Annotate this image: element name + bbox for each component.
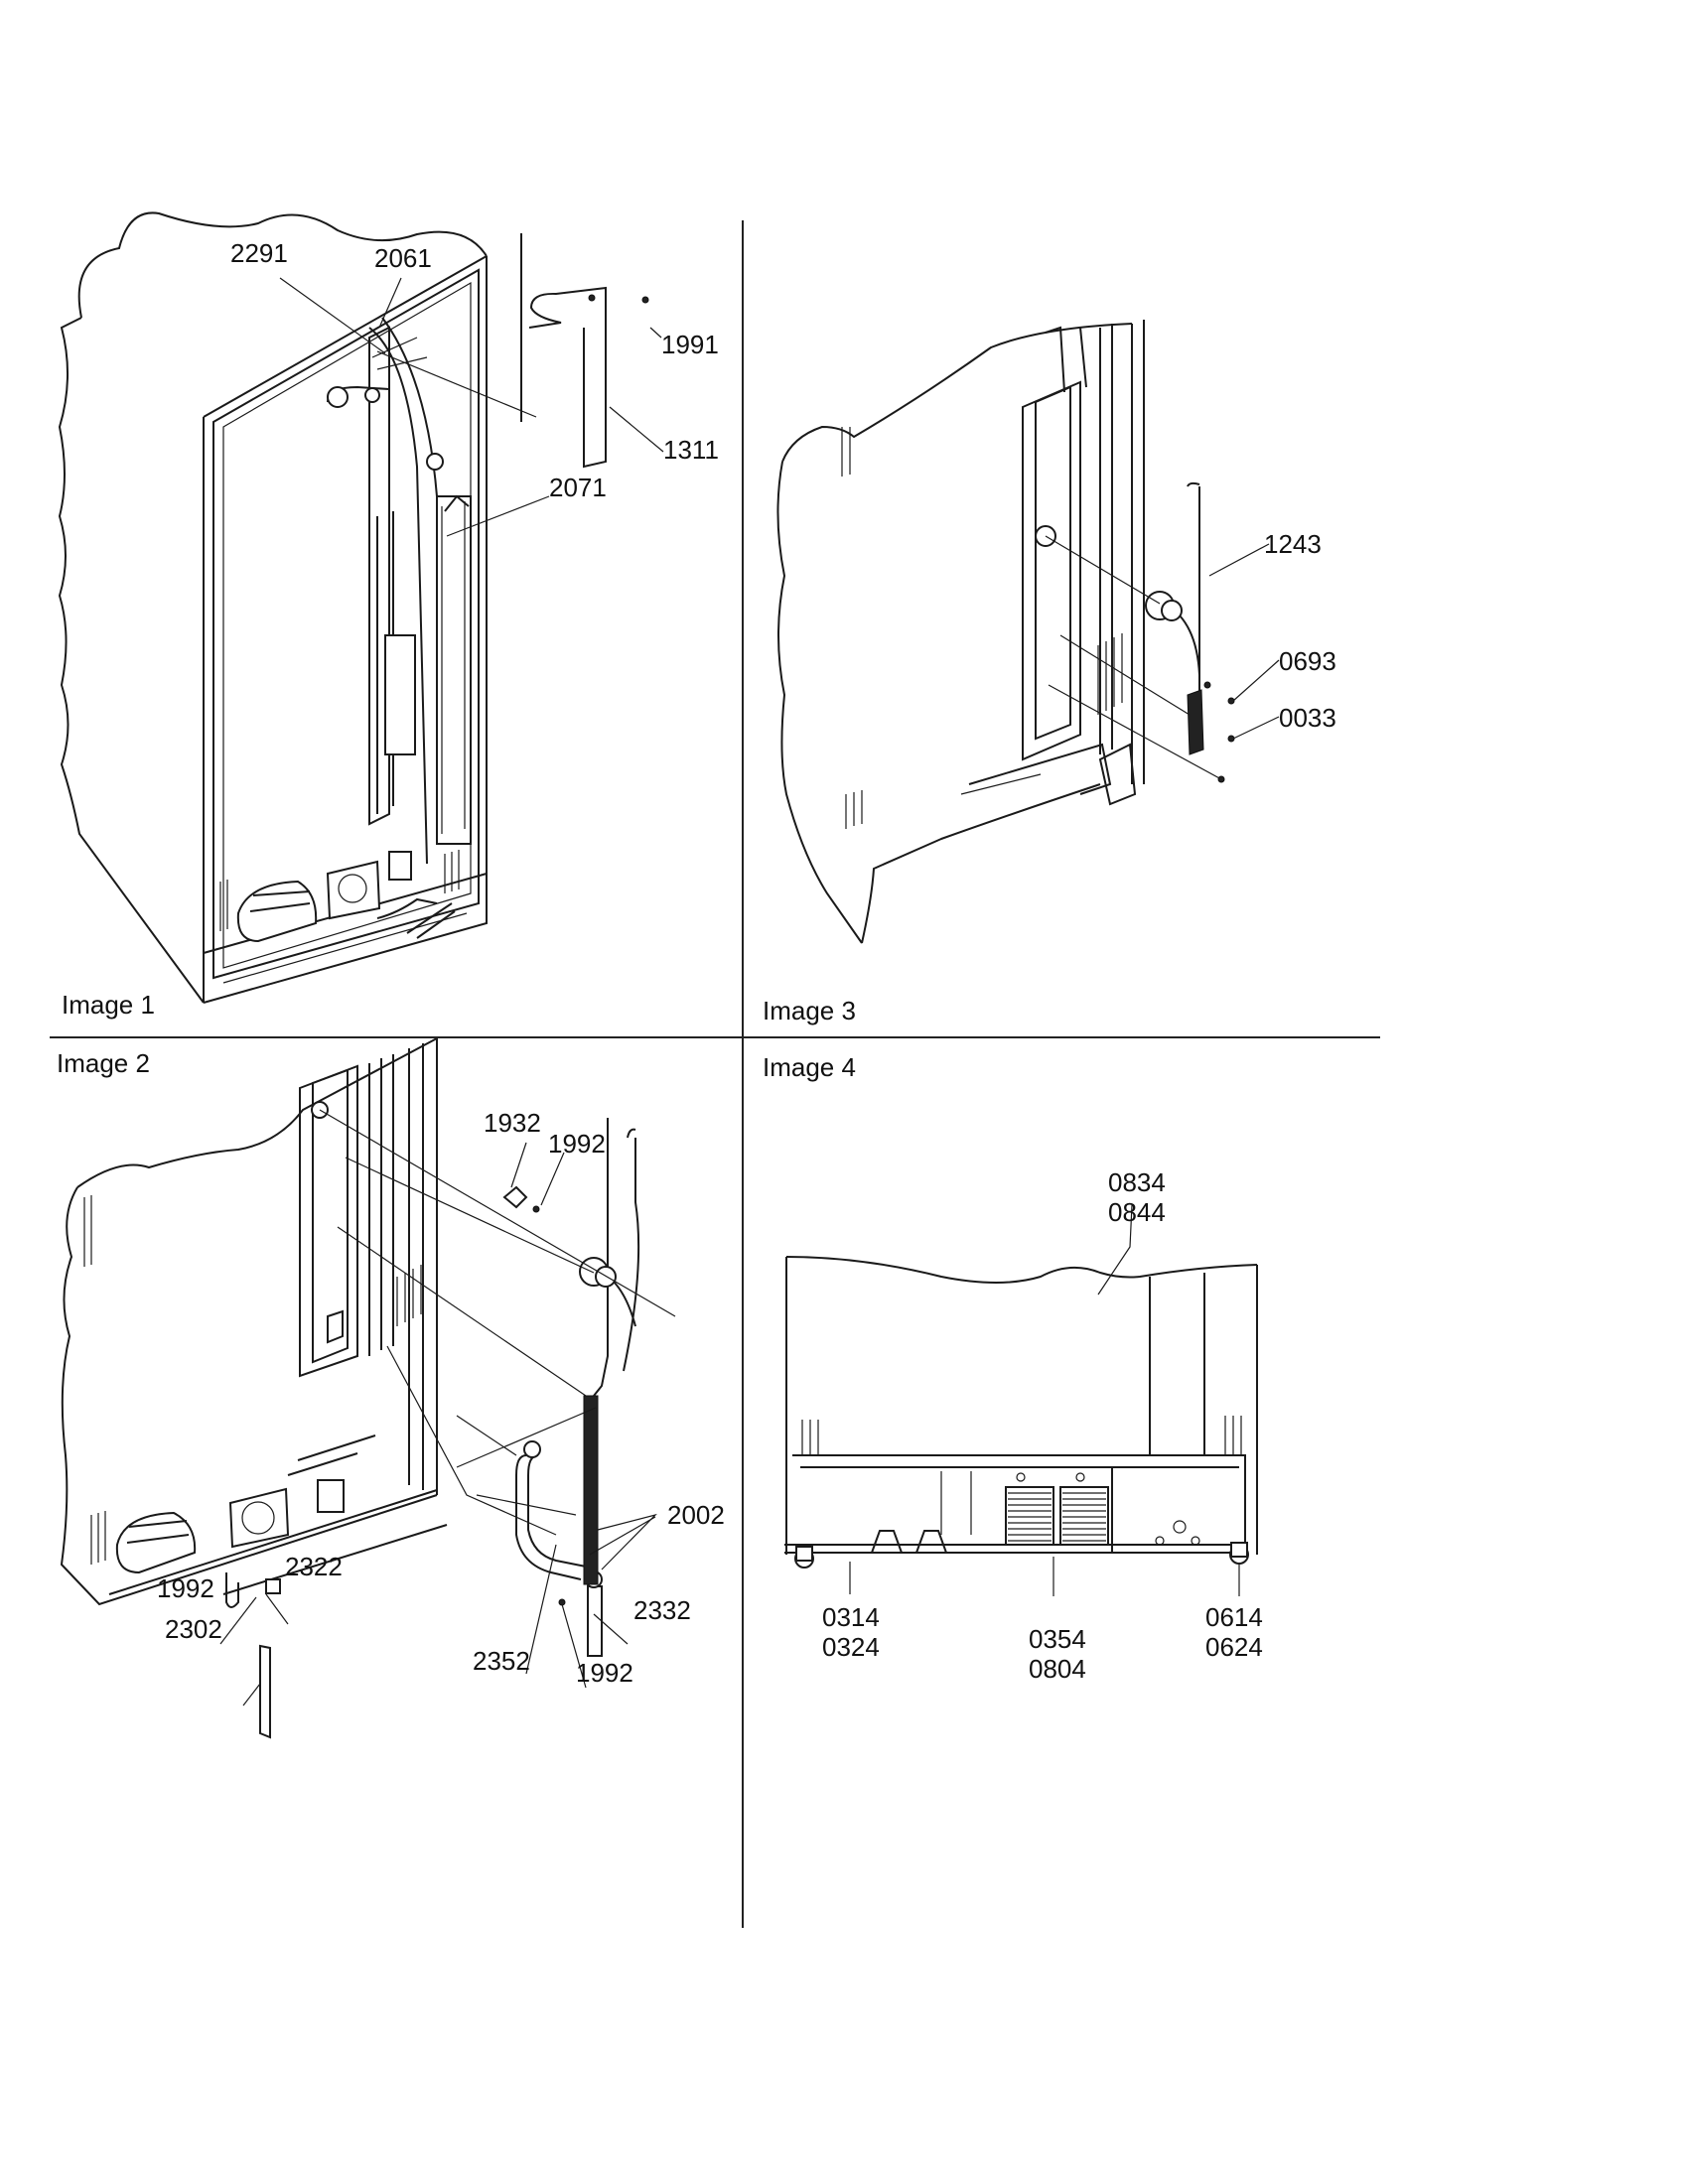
part-label: 2332	[633, 1595, 691, 1625]
image-1-caption: Image 1	[62, 990, 155, 1020]
part-label: 2322	[285, 1552, 343, 1581]
part-label: 2071	[549, 473, 607, 502]
part-label: 0693	[1279, 646, 1336, 676]
part-label: 0033	[1279, 703, 1336, 733]
image-2-panel: Image 2 1932 1992 2002 2322 1992 2302 23…	[0, 1038, 743, 1932]
part-label: 2352	[473, 1646, 530, 1676]
image-3-drawing	[776, 320, 1280, 944]
part-label: 2061	[374, 243, 432, 273]
image-3-caption: Image 3	[763, 996, 856, 1025]
part-label: 0314 0324	[822, 1602, 880, 1662]
part-label: 2002	[667, 1500, 725, 1530]
image-4-caption: Image 4	[763, 1052, 856, 1082]
part-label: 0614 0624	[1205, 1602, 1263, 1662]
part-label: 0354 0804	[1029, 1624, 1086, 1684]
part-label: 2291	[230, 238, 288, 268]
part-label: 1992	[157, 1573, 214, 1603]
image-2-drawing	[60, 1038, 676, 1739]
part-label: 1311	[663, 435, 719, 465]
grille-lines	[1008, 1492, 1106, 1542]
part-label: 1932	[484, 1108, 541, 1138]
part-label: 1992	[548, 1129, 606, 1159]
part-label: 1243	[1264, 529, 1322, 559]
part-label: 2302	[165, 1614, 222, 1644]
image-1-drawing	[58, 211, 664, 1004]
part-label: 0834 0844	[1108, 1167, 1166, 1227]
image-4-panel: Image 4 0834 0844 0314 0324 0354 0804 06…	[743, 1038, 1386, 1932]
image-2-caption: Image 2	[57, 1048, 150, 1078]
horizontal-divider	[50, 1036, 1380, 1038]
image-1-panel: Image 1 2291 2061 1991 1311 2071	[0, 0, 743, 1036]
part-label: 1992	[576, 1658, 633, 1688]
image-4-drawing	[784, 1204, 1258, 1596]
image-3-panel: Image 3 1243 0693 0033	[743, 0, 1386, 1036]
vertical-divider	[742, 220, 744, 1928]
part-label: 1991	[661, 330, 719, 359]
